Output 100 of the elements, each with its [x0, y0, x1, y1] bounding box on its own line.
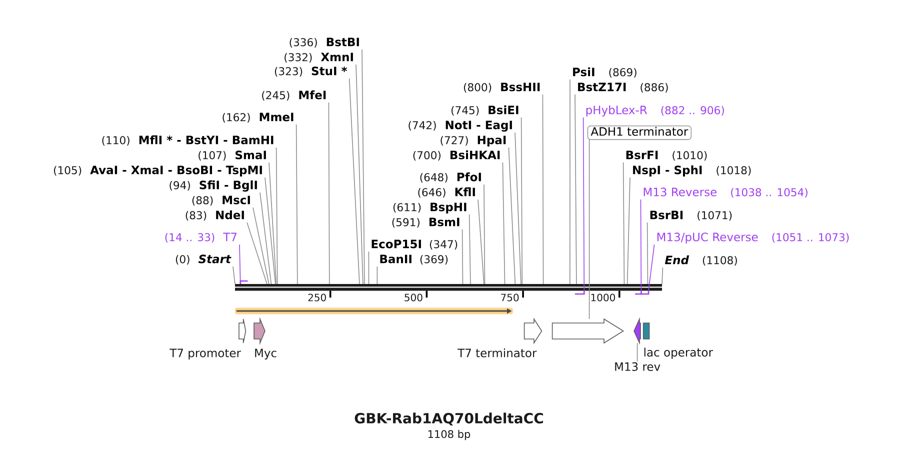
leader-line — [296, 124, 298, 284]
enzyme-label: PsiI — [573, 67, 594, 76]
enzyme-label: EcoP15I — [372, 240, 421, 248]
sequence-end-label: End — [664, 255, 690, 264]
leader-line — [520, 117, 523, 284]
feature-label: ADH1 terminator — [587, 125, 692, 140]
enzyme-label: HpaI — [478, 136, 506, 147]
sequence-position: (1108) — [702, 256, 737, 266]
leader-line — [626, 177, 630, 284]
enzyme-label: BsrFI — [626, 150, 658, 160]
leader-line — [646, 222, 648, 284]
enzyme-label: SmaI — [236, 150, 266, 160]
cut-position: (245) — [262, 90, 290, 101]
leader-line — [588, 139, 590, 320]
leader-line — [582, 117, 585, 292]
tick-label: 250 — [308, 294, 326, 302]
primer-range: (1051 .. 1073) — [772, 232, 849, 243]
leader-line — [368, 251, 370, 284]
primer-label: T7 — [223, 232, 237, 242]
cut-position: (1018) — [716, 166, 751, 176]
enzyme-label: MscI — [222, 196, 250, 204]
leader-line — [648, 244, 655, 292]
cut-position: (727) — [440, 136, 468, 146]
tick-label: 500 — [404, 294, 422, 302]
cut-position: (1071) — [698, 210, 732, 221]
enzyme-label: NdeI — [216, 210, 244, 220]
enzyme-label: BstBI — [326, 38, 359, 46]
primer-range: (882 .. 906) — [661, 106, 724, 116]
cut-position: (336) — [290, 38, 317, 48]
leader-line — [348, 78, 360, 284]
leader-line — [508, 147, 516, 284]
cut-position: (869) — [609, 68, 636, 78]
leader-line — [276, 147, 278, 284]
cut-position: (742) — [408, 120, 436, 131]
cut-position: (83) — [186, 210, 206, 221]
cut-position: (591) — [392, 218, 420, 228]
enzyme-label: AvaI - XmaI - BsoBI - TspMI — [90, 166, 262, 177]
cut-position: (332) — [284, 52, 312, 63]
leader-line — [622, 162, 625, 284]
enzyme-label: KflI — [455, 187, 475, 196]
cut-position: (1010) — [672, 150, 707, 161]
leader-line — [268, 162, 277, 284]
feature-label: T7 terminator — [458, 348, 537, 358]
primer-label: M13/pUC Reverse — [657, 232, 758, 244]
sequence-length: 1108 bp — [428, 430, 470, 440]
leader-line — [484, 184, 486, 284]
enzyme-label: MmeI — [260, 112, 294, 122]
feature-label: lac operator — [644, 348, 713, 359]
feature-label: Myc — [255, 348, 276, 360]
enzyme-label: BssHII — [501, 82, 540, 92]
enzyme-label: BsmI — [429, 218, 460, 226]
enzyme-label: BsiEI — [488, 105, 518, 114]
tick-label: 1000 — [591, 294, 616, 302]
leader-line — [260, 192, 272, 284]
leader-line — [264, 177, 276, 284]
sequence-position: (0) — [176, 254, 190, 265]
enzyme-label: MflI * - BstYI - BamHI — [139, 135, 274, 144]
cut-position: (369) — [420, 254, 448, 265]
leader-line — [514, 132, 522, 284]
cut-position: (886) — [640, 82, 668, 93]
primer-range: (1038 .. 1054) — [731, 188, 808, 198]
leader-line — [468, 214, 471, 284]
tick-label: 750 — [501, 294, 519, 302]
leader-line — [462, 229, 464, 284]
primer-label: pHybLex-R — [586, 105, 648, 117]
cut-position: (110) — [102, 136, 130, 146]
enzyme-label: BstZ17I — [578, 82, 626, 92]
leader-line — [502, 162, 506, 284]
enzyme-label: BspHI — [430, 202, 466, 214]
leader-line — [246, 222, 268, 284]
map-title: GBK-Rab1AQ70LdeltaCC — [354, 412, 543, 426]
cut-position: (162) — [222, 112, 250, 123]
cut-position: (700) — [413, 150, 440, 161]
cut-position: (107) — [198, 150, 226, 161]
leader-line — [662, 267, 664, 284]
enzyme-label: NotI - EagI — [446, 120, 512, 132]
enzyme-label: BsiHKAI — [450, 150, 500, 160]
enzyme-label: SfiI - BglI — [200, 180, 257, 192]
enzyme-label: NspI - SphI — [633, 165, 702, 177]
primer-label: M13 Reverse — [644, 188, 717, 196]
leader-line — [252, 207, 270, 284]
leader-line — [640, 199, 642, 292]
leader-line — [239, 244, 241, 284]
cut-position: (88) — [192, 196, 213, 206]
cut-position: (323) — [274, 66, 302, 77]
dna-backbone — [235, 284, 662, 291]
feature-block — [552, 318, 624, 344]
enzyme-label: BanII — [380, 254, 412, 264]
leader-line — [232, 266, 236, 284]
cut-position: (648) — [420, 172, 448, 183]
leader-line — [574, 94, 577, 284]
primer-range: (14 .. 33) — [165, 232, 214, 243]
enzyme-label: PfoI — [457, 172, 481, 182]
feature-label: T7 promoter — [170, 348, 241, 360]
leader-line — [636, 342, 638, 362]
enzyme-label: XmnI — [320, 52, 353, 62]
feature-label: M13 rev — [615, 362, 660, 371]
leader-line — [356, 64, 364, 284]
enzyme-label: StuI * — [312, 66, 348, 76]
enzyme-label: BsrBI — [650, 210, 683, 220]
